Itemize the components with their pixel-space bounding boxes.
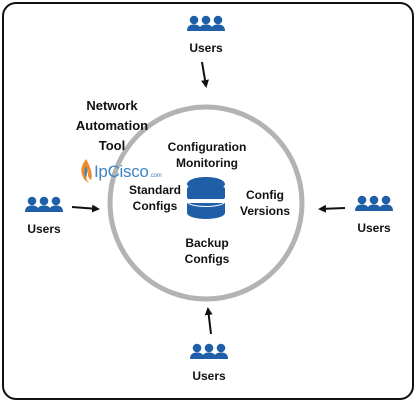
configuration-monitoring-line2: Monitoring [176, 156, 238, 170]
backup-configs-label: Backup Configs [178, 235, 236, 267]
users-right-label: Users [357, 221, 391, 235]
standard-configs-line2: Configs [132, 199, 178, 213]
logo-text: IpCisco.com [94, 162, 162, 182]
diagram-frame [2, 2, 414, 400]
arrow-top-icon [201, 61, 209, 88]
tool-title-line3: Tool [98, 138, 126, 153]
configuration-monitoring-line1: Configuration [167, 140, 247, 154]
automation-ring [107, 104, 305, 302]
flame-logo-icon [81, 159, 92, 183]
arrow-left-icon [71, 204, 100, 213]
users-top-icon [187, 15, 225, 31]
config-versions-line1: Config [246, 188, 284, 202]
tool-title-line2: Automation [75, 118, 149, 133]
standard-configs-line1: Standard [128, 183, 181, 197]
configuration-monitoring-label: Configuration Monitoring [156, 139, 258, 171]
config-versions-label: Config Versions [234, 187, 296, 219]
backup-configs-line2: Configs [184, 252, 230, 266]
tool-title: Network Automation Tool [62, 96, 162, 156]
users-bottom-label: Users [192, 369, 226, 383]
backup-configs-line1: Backup [185, 236, 229, 250]
logo-suffix: .com [149, 173, 162, 179]
users-top-label: Users [189, 41, 223, 55]
logo-name: IpCisco [94, 162, 149, 181]
users-left-icon [25, 196, 63, 212]
config-versions-line2: Versions [239, 204, 291, 218]
tool-title-line1: Network [86, 98, 138, 113]
users-right-icon [355, 195, 393, 211]
users-left-label: Users [27, 222, 61, 236]
ipcisco-logo: IpCisco.com [78, 158, 162, 190]
arrow-right-icon [318, 204, 346, 213]
users-bottom-icon [190, 343, 228, 359]
arrow-bottom-icon [204, 307, 213, 335]
standard-configs-label: Standard Configs [124, 182, 186, 214]
database-icon [187, 177, 225, 223]
